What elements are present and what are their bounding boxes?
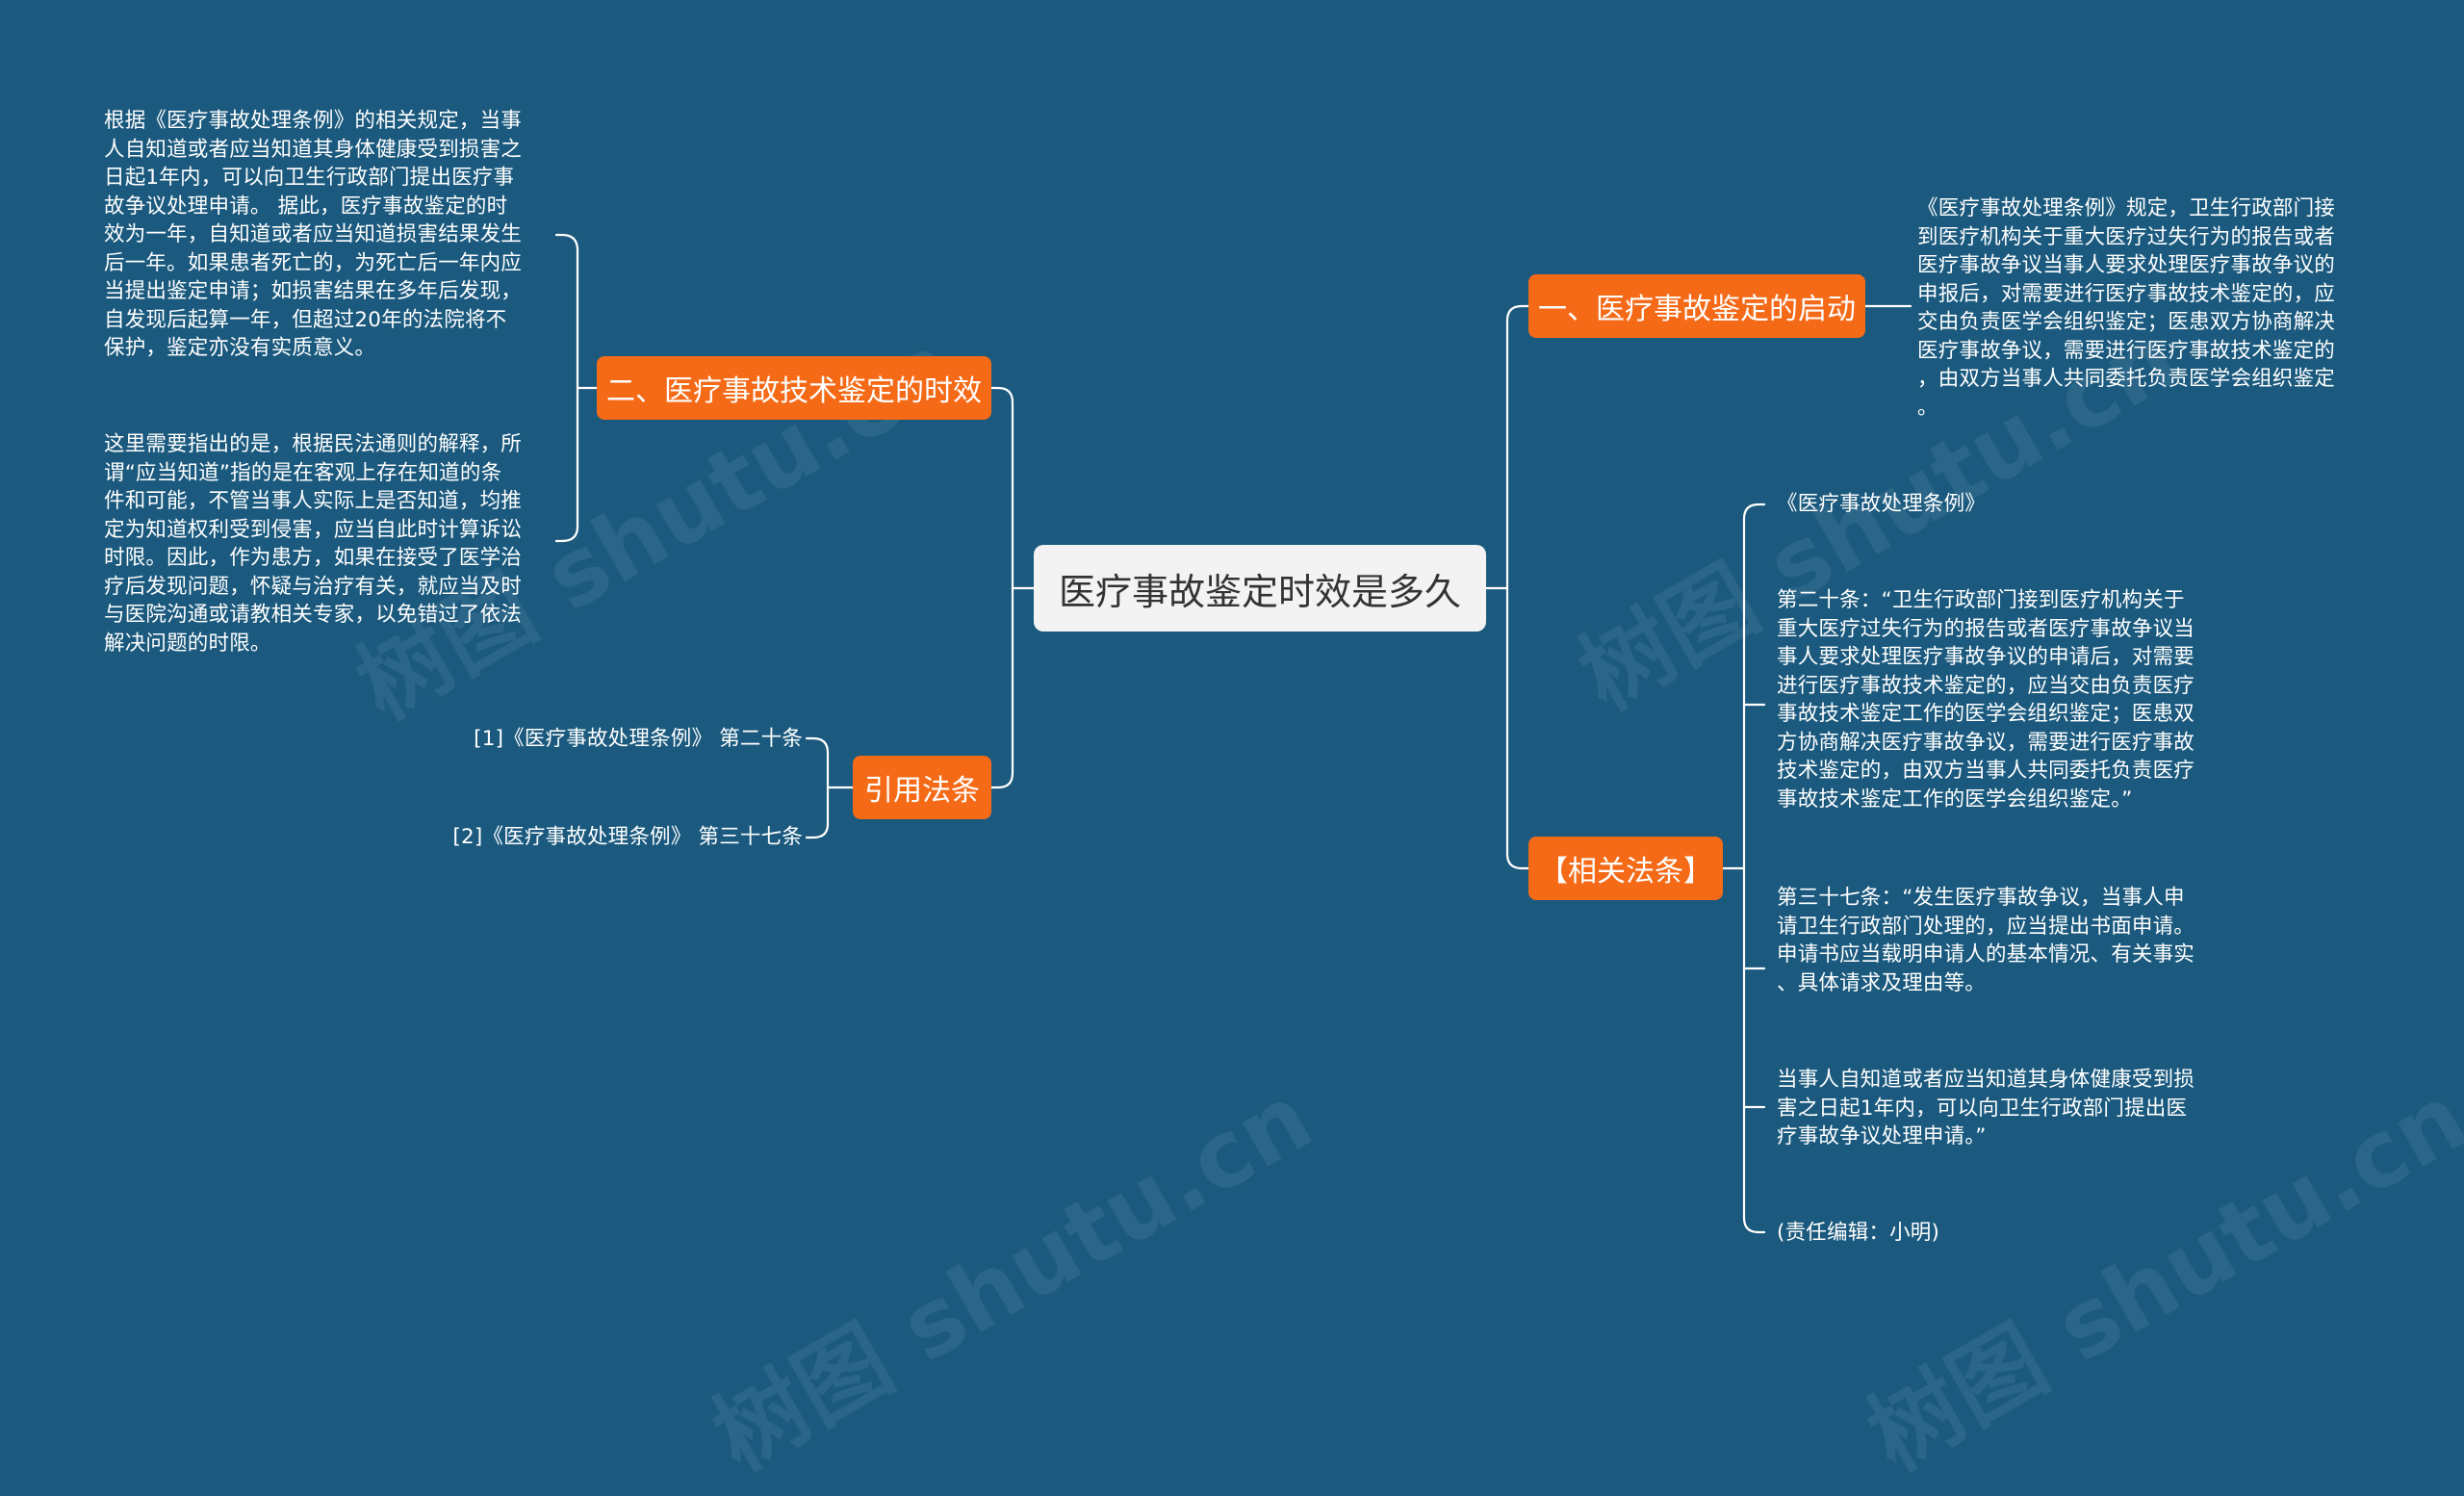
leaf-article-20: 第二十条：“卫生行政部门接到医疗机构关于 重大医疗过失行为的报告或者医疗事故争议… (1777, 588, 2195, 812)
leaf-article-37: 第三十七条：“发生医疗事故争议，当事人申 请卫生行政部门处理的，应当提出书面申请… (1777, 886, 2195, 995)
branch-node-time-limit[interactable]: 二、医疗事故技术鉴定的时效 (597, 356, 991, 420)
leaf-article-37-continued: 当事人自知道或者应当知道其身体健康受到损 害之日起1年内，可以向卫生行政部门提出… (1777, 1068, 2195, 1148)
connector-b3-leaves (1721, 503, 1766, 1234)
connector-b4-leaves (805, 736, 855, 839)
leaf-law-title: 《医疗事故处理条例》 (1777, 492, 1987, 516)
leaf-initiation-text: 《医疗事故处理条例》规定，卫生行政部门接 到医疗机构关于重大医疗过失行为的报告或… (1917, 196, 2336, 420)
leaf-editor: (责任编辑：小明) (1777, 1221, 1940, 1245)
branch-node-cited-laws[interactable]: 引用法条 (853, 756, 991, 819)
leaf-time-limit-explanation: 这里需要指出的是，根据民法通则的解释，所 谓“应当知道”指的是在客观上存在知道的… (104, 432, 523, 656)
mindmap-canvas: 树图 shutu.cn 树图 shutu.cn 树图 shutu.cn 树图 s… (104, 109, 2464, 1491)
branch-node-related-laws[interactable]: 【相关法条】 (1528, 837, 1723, 900)
connector-b2-leaves (554, 233, 599, 543)
connector-root-b1 (1484, 304, 1530, 590)
connector-root-b2 (989, 386, 1036, 590)
leaf-ref-1: [1]《医疗事故处理条例》 第二十条 (474, 727, 803, 751)
leaf-ref-2: [2]《医疗事故处理条例》 第三十七条 (452, 825, 803, 849)
connector-lines (554, 233, 1912, 1234)
root-node[interactable]: 医疗事故鉴定时效是多久 (1034, 545, 1486, 632)
branch-node-initiation[interactable]: 一、医疗事故鉴定的启动 (1528, 274, 1865, 338)
connector-root-b4 (989, 586, 1014, 789)
leaf-time-limit-rule: 根据《医疗事故处理条例》的相关规定，当事 人自知道或者应当知道其身体健康受到损害… (104, 109, 523, 360)
connector-root-b3 (1505, 586, 1530, 870)
